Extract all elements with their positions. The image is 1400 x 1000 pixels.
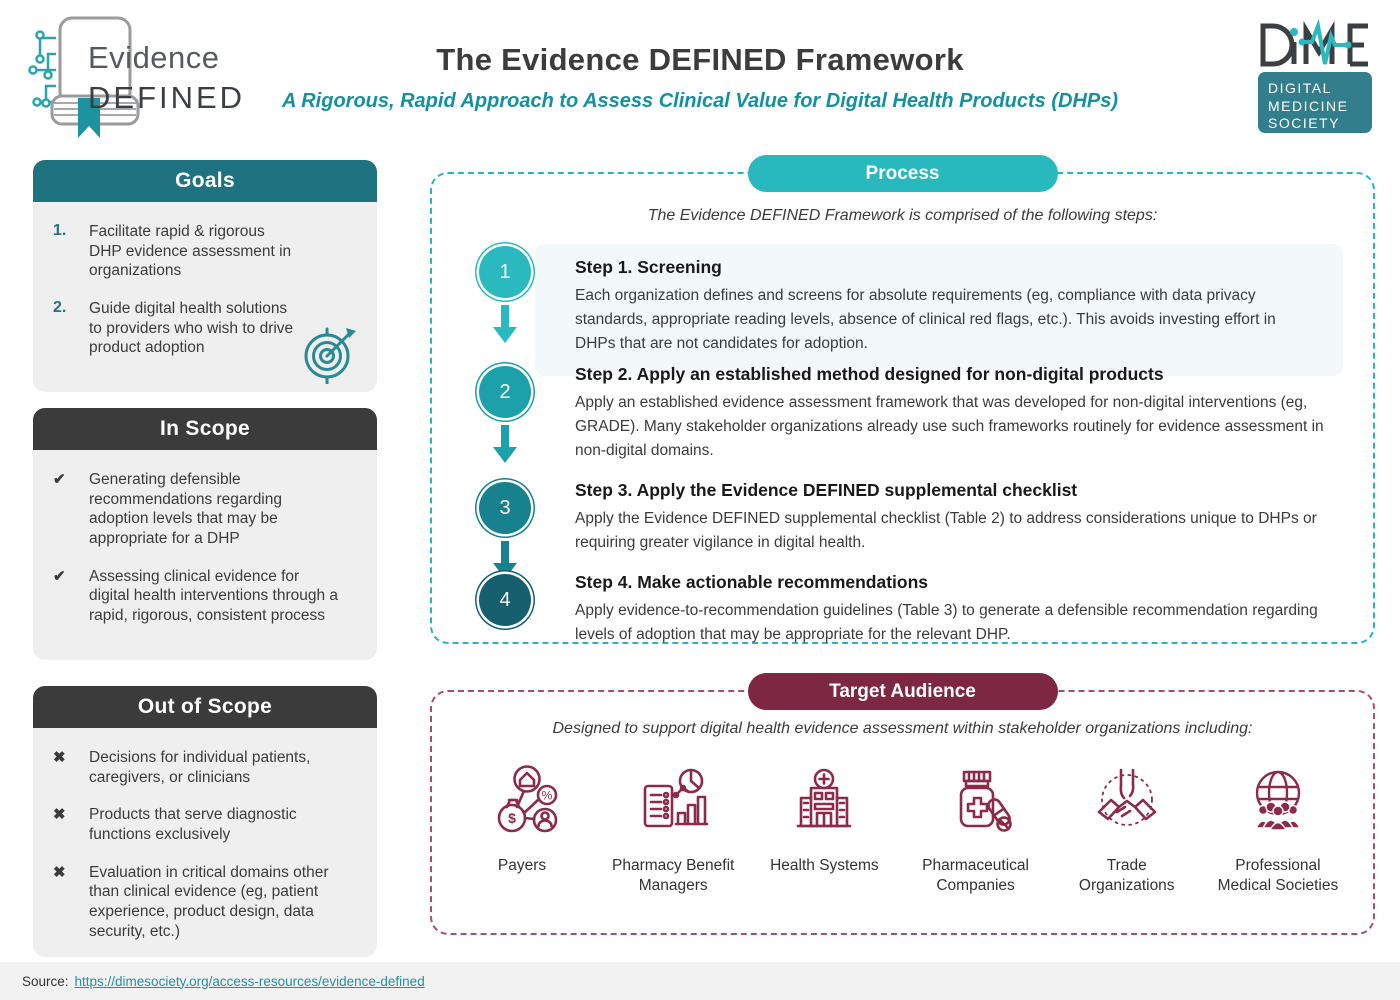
goal-number: 2. <box>53 299 67 317</box>
out-of-scope-item: ✖ Products that serve diagnostic functio… <box>53 805 359 844</box>
out-of-scope-text: Decisions for individual patients, careg… <box>89 749 311 786</box>
audience-label: Pharmaceutical Companies <box>922 857 1029 894</box>
audience-label: Pharmacy Benefit Managers <box>612 857 735 894</box>
in-scope-item: ✔ Generating defensible recommendations … <box>53 470 359 549</box>
audience-label: Payers <box>497 857 547 874</box>
audience-item-health-systems: Health Systems <box>749 762 899 896</box>
pharmaceutical-companies-icon <box>959 770 1012 832</box>
goal-text: Facilitate rapid & rigorous DHP evidence… <box>89 223 292 280</box>
step-4-heading: Step 4. Make actionable recommendations <box>575 572 929 592</box>
step-1-number-badge: 1 <box>479 246 531 298</box>
step-2-body: Apply an established evidence assessment… <box>575 394 1324 460</box>
audience-item-trade-organizations: Trade Organizations <box>1052 762 1202 896</box>
cross-icon: ✖ <box>53 863 66 881</box>
svg-text:$: $ <box>508 810 516 826</box>
dime-line-society: SOCIETY <box>1268 115 1340 131</box>
in-scope-panel-body: ✔ Generating defensible recommendations … <box>33 450 377 660</box>
out-of-scope-panel: Out of Scope ✖ Decisions for individual … <box>33 686 377 958</box>
in-scope-panel-title: In Scope <box>33 408 377 450</box>
process-step-1: 1 Step 1. Screening Each organization de… <box>475 244 1343 377</box>
goal-item: 2. Guide digital health solutions to pro… <box>53 299 359 358</box>
audience-item-pharmaceutical-companies: Pharmaceutical Companies <box>901 762 1051 896</box>
in-scope-text: Assessing clinical evidence for digital … <box>89 567 339 625</box>
process-step-2: 2 Step 2. Apply an established method de… <box>475 364 1343 463</box>
professional-medical-societies-icon <box>1255 770 1301 831</box>
step-1-heading: Step 1. Screening <box>575 257 722 277</box>
goals-panel-body: 1. Facilitate rapid & rigorous DHP evide… <box>33 202 377 393</box>
target-arrow-icon <box>304 327 356 384</box>
dime-society-logo: DIGITAL MEDICINE SOCIETY <box>1256 20 1374 135</box>
audience-item-pharmacy-benefit-managers: Pharmacy Benefit Managers <box>598 762 748 896</box>
source-link[interactable]: https://dimesociety.org/access-resources… <box>74 973 425 989</box>
page-header: The Evidence DEFINED Framework A Rigorou… <box>220 42 1180 113</box>
out-of-scope-text: Products that serve diagnostic functions… <box>89 806 297 844</box>
process-section: Process The Evidence DEFINED Framework i… <box>430 155 1375 647</box>
logo-word-evidence: Evidence <box>88 40 220 75</box>
down-arrow-icon <box>493 541 517 579</box>
process-step-4: 4 Step 4. Make actionable recommendation… <box>475 572 1343 647</box>
footer-source-bar: Source: https://dimesociety.org/access-r… <box>0 962 1400 1000</box>
target-audience-section: Target Audience Designed to support digi… <box>430 673 1375 935</box>
goals-panel-title: Goals <box>33 160 377 202</box>
source-label: Source: <box>22 973 69 989</box>
target-audience-intro: Designed to support digital health evide… <box>552 720 1253 737</box>
trade-organizations-icon <box>1097 768 1157 826</box>
check-icon: ✔ <box>53 567 66 585</box>
step-3-body: Apply the Evidence DEFINED supplemental … <box>575 510 1317 552</box>
goal-number: 1. <box>53 222 67 239</box>
check-icon: ✔ <box>53 471 66 488</box>
payers-icon: $ % <box>497 765 558 833</box>
out-of-scope-panel-title: Out of Scope <box>33 686 377 728</box>
goal-text: Guide digital health solutions to provid… <box>89 300 294 357</box>
dime-line-medicine: MEDICINE <box>1268 98 1348 114</box>
audience-row: $ % Payers Pharmacy Benefit Managers <box>447 762 1353 896</box>
in-scope-panel: In Scope ✔ Generating defensible recomme… <box>33 408 377 660</box>
logo-word-defined: DEFINED <box>88 80 246 115</box>
goals-panel: Goals 1. Facilitate rapid & rigorous DHP… <box>33 160 377 393</box>
page-title: The Evidence DEFINED Framework <box>436 42 964 77</box>
out-of-scope-item: ✖ Evaluation in critical domains other t… <box>53 863 359 942</box>
health-systems-icon <box>797 768 852 828</box>
audience-label: Professional Medical Societies <box>1217 857 1339 894</box>
audience-item-payers: $ % Payers <box>447 762 597 896</box>
down-arrow-icon <box>493 305 517 343</box>
step-4-body: Apply evidence-to-recommendation guideli… <box>575 602 1318 644</box>
pharmacy-benefit-managers-icon <box>643 768 709 828</box>
step-2-heading: Step 2. Apply an established method desi… <box>575 364 1164 384</box>
step-3-number-badge: 3 <box>479 482 531 534</box>
page-subtitle: A Rigorous, Rapid Approach to Assess Cli… <box>281 90 1119 112</box>
cross-icon: ✖ <box>53 806 66 824</box>
step-1-body: Each organization defines and screens fo… <box>575 287 1276 353</box>
audience-label: Trade Organizations <box>1078 857 1175 894</box>
goal-item: 1. Facilitate rapid & rigorous DHP evide… <box>53 222 359 281</box>
in-scope-item: ✔ Assessing clinical evidence for digita… <box>53 567 359 626</box>
out-of-scope-panel-body: ✖ Decisions for individual patients, car… <box>33 728 377 958</box>
step-4-number-badge: 4 <box>479 574 531 626</box>
audience-item-professional-medical-societies: Professional Medical Societies <box>1203 762 1353 896</box>
down-arrow-icon <box>493 425 517 463</box>
in-scope-text: Generating defensible recommendations re… <box>89 471 282 548</box>
audience-label: Health Systems <box>770 857 879 874</box>
process-section-title: Process <box>747 155 1058 192</box>
process-intro: The Evidence DEFINED Framework is compri… <box>647 207 1158 224</box>
book-circuit-icon <box>28 16 140 138</box>
svg-text:%: % <box>542 789 553 803</box>
evidence-defined-logo: Evidence DEFINED <box>26 10 286 145</box>
step-2-number-badge: 2 <box>479 366 531 418</box>
out-of-scope-text: Evaluation in critical domains other tha… <box>89 863 329 940</box>
dime-line-digital: DIGITAL <box>1268 80 1332 96</box>
cross-icon: ✖ <box>53 749 66 766</box>
step-3-heading: Step 3. Apply the Evidence DEFINED suppl… <box>575 480 1078 500</box>
out-of-scope-item: ✖ Decisions for individual patients, car… <box>53 748 359 787</box>
process-step-3: 3 Step 3. Apply the Evidence DEFINED sup… <box>475 480 1343 579</box>
target-audience-section-title: Target Audience <box>747 673 1058 710</box>
